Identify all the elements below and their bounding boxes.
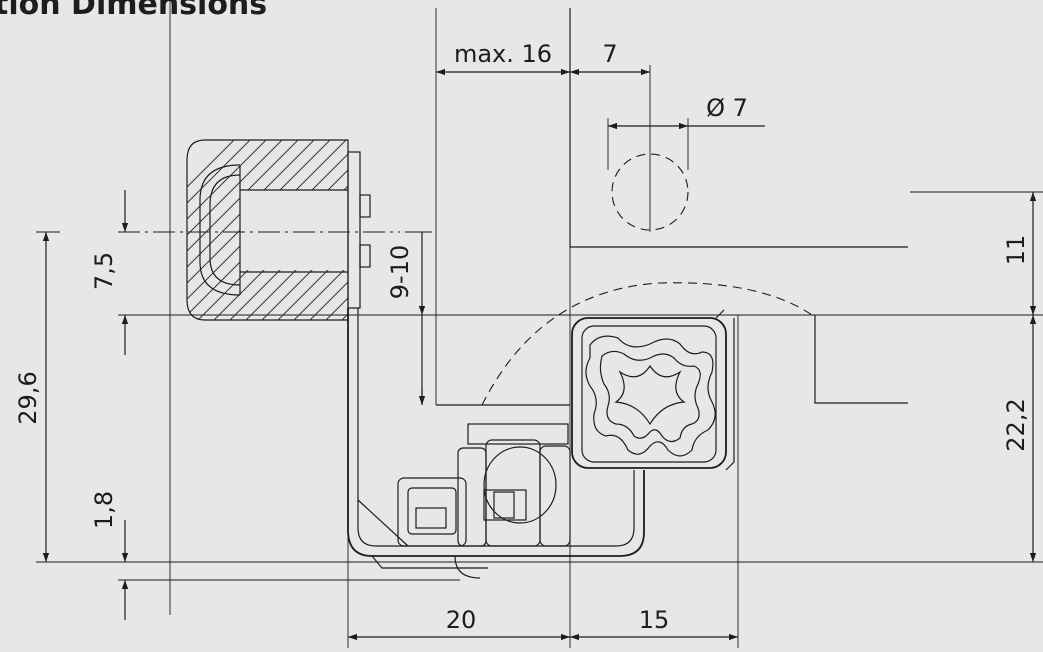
bolt-head-section [118,139,400,321]
reference-lines [36,0,1043,648]
dim-22-2: 22,2 [1002,398,1030,451]
dim-7: 7 [602,40,617,68]
drill-hole [611,153,689,231]
dim-29-6: 29,6 [14,371,42,424]
dim-diameter-7: Ø 7 [706,94,748,122]
cam-housing [571,309,735,471]
dim-11: 11 [1002,235,1030,266]
dimension-lines [42,68,1037,641]
bracket-body [347,308,645,579]
dim-20: 20 [446,606,477,634]
swing-arc [481,282,813,406]
dim-7-5: 7,5 [90,252,118,290]
dim-1-8: 1,8 [90,491,118,529]
dim-15: 15 [639,606,670,634]
dim-max-16: max. 16 [454,40,552,68]
dim-9-10: 9-10 [386,245,414,299]
drawing-title: tion Dimensions [0,0,267,22]
